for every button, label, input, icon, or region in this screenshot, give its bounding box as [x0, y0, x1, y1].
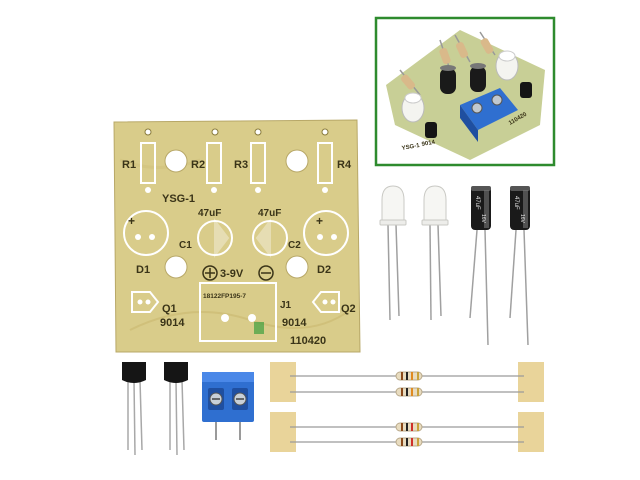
pcb-model-label: YSG-1	[162, 193, 195, 205]
resistor-1	[395, 371, 423, 381]
pcb-plus-d1: +	[128, 214, 135, 228]
electrolytic-capacitor-1: 47uF 16V	[469, 186, 491, 346]
pcb-label-r3: R3	[234, 159, 248, 171]
inset-leds	[401, 50, 519, 123]
pcb-mounting-holes	[164, 149, 309, 279]
pcb-label-c2: C2	[288, 240, 301, 251]
resistor-3	[395, 422, 423, 432]
transistor-2	[164, 362, 188, 456]
capacitor-1-value: 47uF	[474, 196, 480, 210]
capacitor-2-value: 47uF	[513, 196, 519, 210]
transistor-1	[122, 362, 146, 456]
inset-capacitors	[440, 63, 486, 94]
pcb-label-r4: R4	[337, 159, 352, 171]
pcb-label-d2: D2	[317, 264, 331, 276]
pcb-c1-value: 47uF	[198, 208, 221, 219]
pcb-label-r2: R2	[191, 159, 205, 171]
screw-terminal-block	[202, 372, 254, 440]
pcb-board: R1 R2 R3 R4 YSG-1 + + D1 D2 47uF 47uF C1…	[113, 119, 361, 353]
inset-q-label: 9014	[421, 140, 436, 148]
pcb-label-r1: R1	[122, 159, 136, 171]
capacitor-2-voltage: 16V	[519, 214, 525, 224]
inset-resistors	[399, 31, 496, 96]
pcb-led-footprints	[123, 210, 349, 256]
pcb-q1-type: 9014	[160, 317, 185, 329]
pcb-capacitor-footprints	[197, 218, 288, 258]
pcb-top-pads	[144, 128, 329, 136]
pcb-terminal-footprint	[199, 282, 277, 342]
pcb-date-label: 110420	[290, 335, 326, 347]
pcb-label-d1: D1	[136, 264, 150, 276]
pcb-power-minus-symbol	[258, 265, 274, 281]
pcb-transistor-footprints	[131, 291, 340, 313]
electrolytic-capacitor-2: 47uF 16V	[509, 186, 530, 346]
pcb-label-j1: J1	[280, 300, 292, 311]
inset-model-label: YSG-1	[401, 143, 420, 152]
resistor-4	[395, 437, 423, 447]
pcb-plus-d2: +	[316, 214, 323, 228]
inset-transistors	[425, 82, 532, 138]
inset-assembled-photo: YSG-1 9014 110420	[374, 16, 556, 167]
white-led-2	[421, 185, 449, 321]
pcb-power-plus-symbol	[202, 265, 218, 281]
resistor-tape-strip-1	[270, 362, 544, 402]
inset-terminal-block	[460, 88, 518, 142]
pcb-serial-label: 18122FP195-7	[203, 293, 246, 300]
pcb-label-q2: Q2	[341, 303, 356, 315]
pcb-resistor-footprints	[140, 142, 333, 184]
pcb-label-c1: C1	[179, 240, 192, 251]
capacitor-1-voltage: 16V	[480, 214, 486, 224]
resistor-tape-strip-2	[270, 412, 544, 452]
resistor-2	[395, 387, 423, 397]
pcb-label-q1: Q1	[162, 303, 177, 315]
pcb-power-label: 3-9V	[220, 268, 244, 280]
pcb-q2-type: 9014	[282, 317, 307, 329]
pcb-c2-value: 47uF	[258, 208, 281, 219]
white-led-1	[379, 185, 407, 321]
